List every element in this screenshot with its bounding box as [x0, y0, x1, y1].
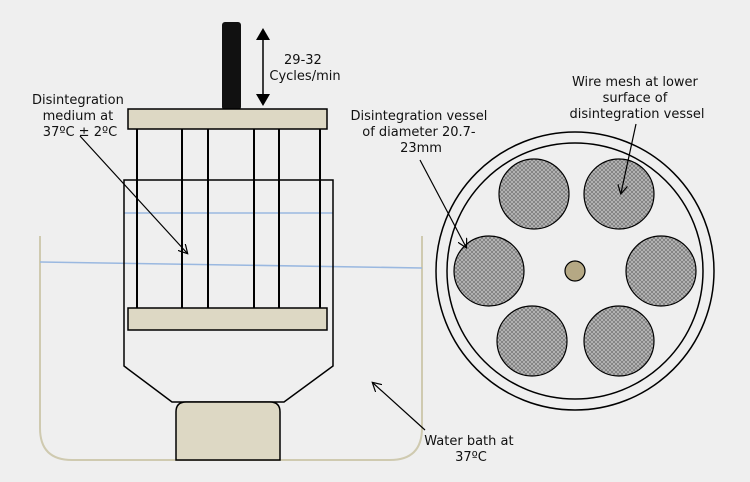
top-plate [127, 108, 328, 130]
cycles-label: 29-32 Cycles/min [269, 53, 340, 84]
motion-arrow-head-up [256, 28, 270, 40]
mesh-tube [453, 235, 525, 307]
mesh-tube [583, 305, 655, 377]
basket-tubes [136, 128, 321, 308]
motion-arrow-head-down [256, 94, 270, 106]
vessel-label: Disintegration vessel of diameter 20.7- … [351, 109, 492, 156]
bottom-plate [127, 307, 328, 331]
mesh-tube [498, 158, 570, 230]
heater-base [175, 401, 281, 461]
water-bath-label: Water bath at 37ºC [424, 434, 517, 465]
mesh-pointer-arrow [621, 123, 637, 193]
mesh-tube [625, 235, 697, 307]
medium-pointer-arrow [79, 135, 187, 253]
top-view-inner-ring [446, 142, 704, 400]
mesh-label: Wire mesh at lower surface of disintegra… [569, 75, 704, 122]
mesh-tube [583, 158, 655, 230]
bath-pointer-arrow [373, 383, 426, 431]
medium-label: Disintegration medium at 37ºC ± 2ºC [32, 93, 128, 140]
reciprocating-rod [222, 22, 241, 110]
center-pin [564, 260, 586, 282]
disintegration-vessel [123, 179, 334, 403]
vessel-pointer-arrow [419, 159, 466, 247]
mesh-tubes [453, 158, 697, 377]
top-view-outer-ring [435, 131, 715, 411]
mesh-tube [496, 305, 568, 377]
bath-water-level [39, 261, 423, 269]
